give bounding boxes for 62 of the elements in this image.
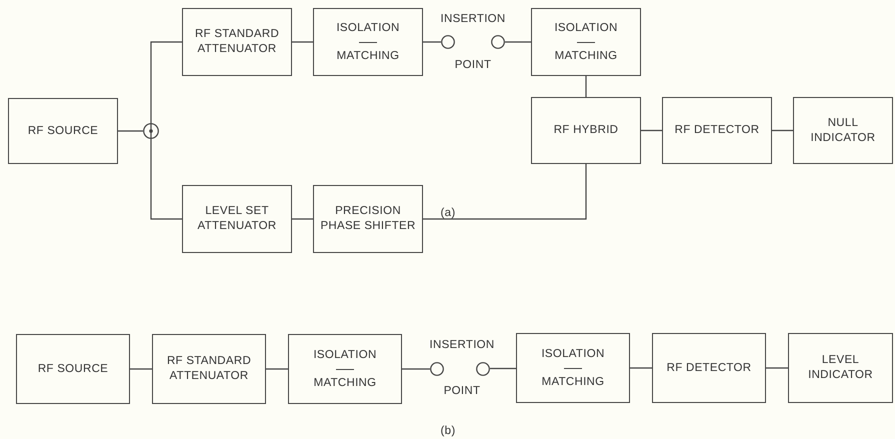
block-box [788, 333, 893, 403]
connector-line [766, 367, 788, 369]
connector-line [118, 130, 143, 132]
terminal-circle [430, 362, 444, 376]
terminal-circle [476, 362, 490, 376]
block-box [8, 98, 118, 164]
connector-line [292, 41, 313, 43]
block-label: MATCHING [554, 48, 618, 64]
connector-line [585, 76, 587, 97]
connector-line [505, 41, 531, 43]
block-label: ISOLATION [336, 20, 400, 36]
connector-line [423, 164, 587, 220]
diagram-label: INSERTION [440, 12, 506, 26]
block-label: MATCHING [314, 376, 376, 390]
block-label: ISOLATION [313, 348, 377, 362]
block-label: RF SOURCE [38, 362, 108, 376]
block-box [531, 97, 641, 164]
block-label: RF SOURCE [28, 124, 98, 138]
diagram-label: POINT [444, 384, 480, 398]
block-box [152, 334, 266, 404]
block-label: RF DETECTOR [674, 123, 760, 138]
connector-line [266, 368, 288, 370]
block-box [531, 8, 641, 76]
connector-line [150, 139, 182, 220]
connector-line [772, 130, 793, 132]
connector-line [150, 41, 182, 123]
block-box [288, 334, 402, 404]
diagram-label: INSERTION [430, 338, 494, 352]
block-label: ISOLATION [541, 346, 605, 362]
connector-line [630, 367, 652, 369]
diagram-label: (a) [440, 206, 456, 220]
diagram-label: POINT [454, 58, 492, 72]
connector-line [641, 130, 662, 132]
junction-circle [143, 123, 159, 139]
block-box [793, 97, 893, 164]
block-label: PRECISION PHASE SHIFTER [319, 204, 417, 234]
block-label: NULL INDICATOR [810, 116, 876, 146]
block-label: RF STANDARD ATTENUATOR [166, 354, 252, 384]
block-box [313, 185, 423, 253]
block-box [182, 185, 292, 253]
connector-line [292, 218, 313, 220]
block-box [16, 334, 130, 404]
block-label: RF DETECTOR [666, 360, 752, 376]
block-label: MATCHING [336, 48, 400, 64]
block-box [516, 333, 630, 403]
block-label: LEVEL SET ATTENUATOR [196, 204, 278, 234]
connector-line [423, 41, 441, 43]
block-label: ISOLATION [554, 20, 618, 36]
connector-line [490, 368, 516, 370]
block-label: LEVEL INDICATOR [807, 353, 874, 383]
diagram-label: (b) [440, 424, 456, 438]
block-box [313, 8, 423, 76]
block-box [652, 333, 766, 403]
block-label: RF STANDARD ATTENUATOR [194, 27, 280, 57]
block-box [662, 97, 772, 164]
connector-line [130, 368, 152, 370]
block-label: MATCHING [542, 374, 604, 390]
connector-line [402, 368, 430, 370]
terminal-circle [491, 35, 505, 49]
block-box [182, 8, 292, 76]
block-label: RF HYBRID [554, 123, 618, 138]
terminal-circle [441, 35, 455, 49]
